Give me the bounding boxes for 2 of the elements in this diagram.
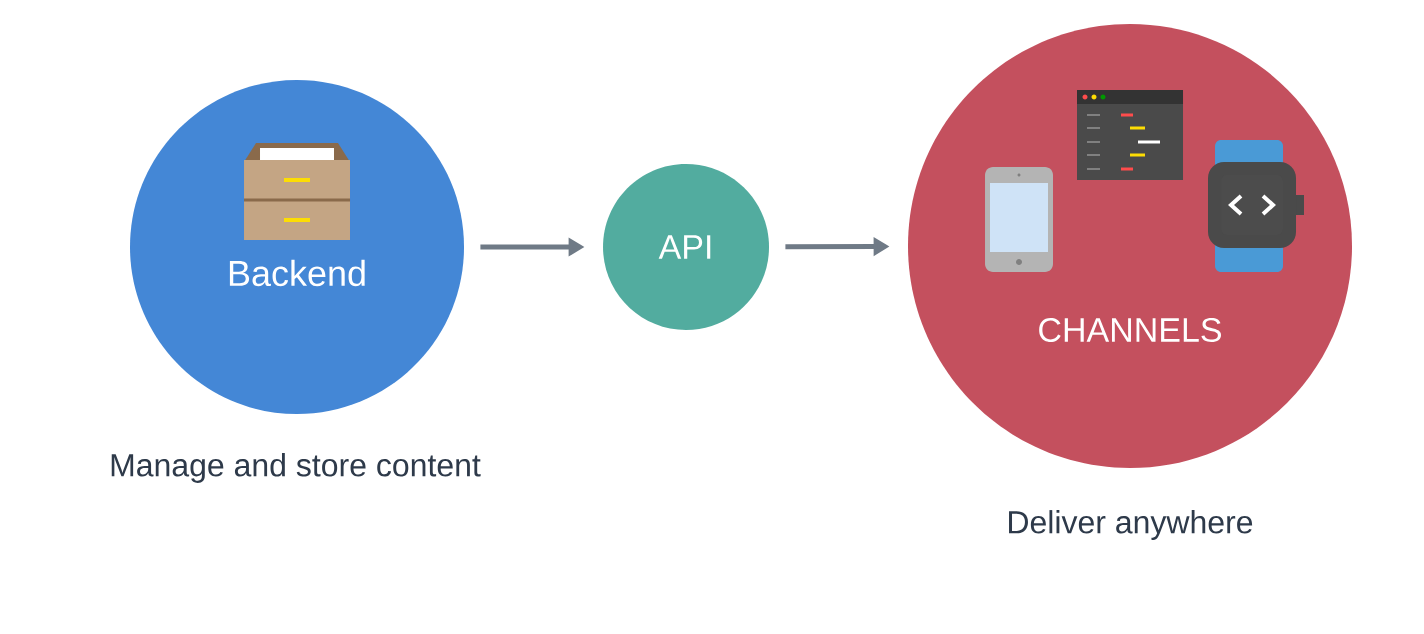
caption-text: Manage and store content (111, 453, 481, 483)
caption-text: Deliver anywhere (1009, 510, 1253, 540)
